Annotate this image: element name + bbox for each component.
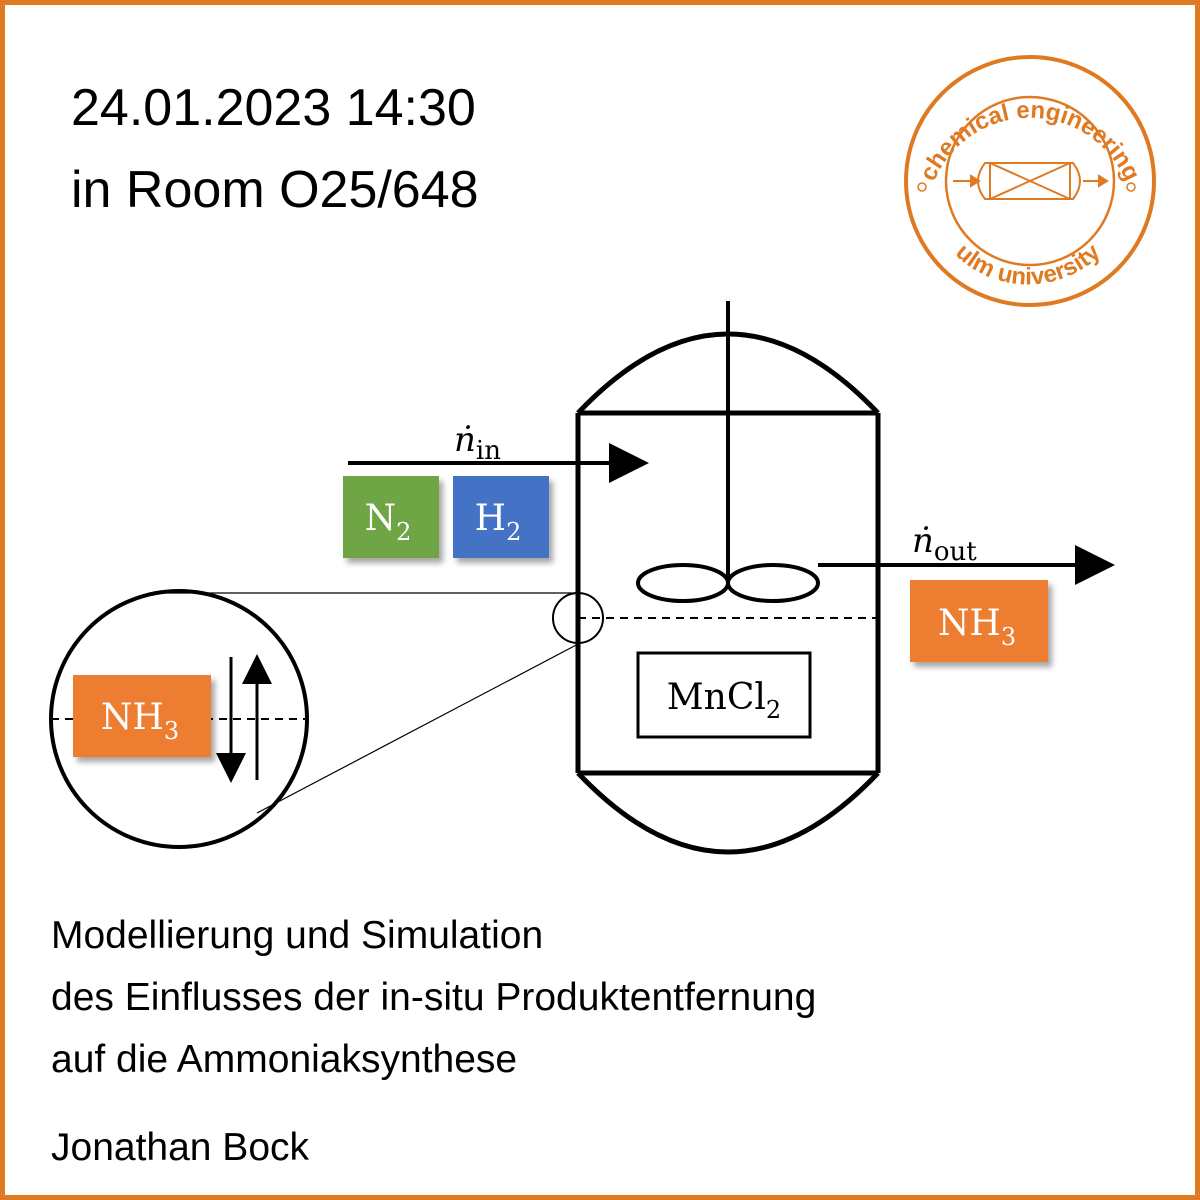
logo-top-text: chemical engineering <box>915 97 1146 185</box>
talk-title-line-1: Modellierung und Simulation <box>51 914 544 957</box>
catalyst-label: MnCl2 <box>667 677 781 724</box>
svg-text:H2: H2 <box>475 498 522 546</box>
svg-text:NH3: NH3 <box>938 603 1016 651</box>
logo-bottom-text: ulm university <box>951 238 1106 291</box>
reactor-bottom-head <box>576 771 880 855</box>
talk-title-line-3: auf die Ammoniaksynthese <box>51 1038 518 1081</box>
zoom-connector-bottom <box>256 642 581 814</box>
stirrer-blade-right <box>726 563 820 603</box>
reactor-vessel <box>575 301 881 855</box>
feed-n2-box: N2 <box>343 476 439 558</box>
product-nh3-box: NH3 <box>910 580 1048 662</box>
stirrer-blade-left <box>636 563 730 603</box>
logo-outer-ring <box>904 55 1156 307</box>
event-datetime: 24.01.2023 14:30 <box>71 79 476 137</box>
catalyst-box <box>636 651 812 739</box>
ulm-chemical-engineering-logo: chemical engineering ulm university <box>904 55 1156 307</box>
feed-h2-box: H2 <box>453 476 549 558</box>
talk-title-line-2: des Einflusses der in-situ Produktentfer… <box>51 976 817 1019</box>
logo-dot-right <box>1126 182 1136 192</box>
svg-text:N2: N2 <box>365 498 412 546</box>
svg-text:NH3: NH3 <box>101 697 179 745</box>
zoom-nh3-box: NH3 <box>73 675 211 757</box>
outflow-label: ṅout <box>912 521 977 567</box>
logo-dot-left <box>917 182 927 192</box>
event-room: in Room O25/648 <box>71 161 479 219</box>
talk-author: Jonathan Bock <box>51 1126 310 1169</box>
logo-inner-ring <box>944 95 1116 267</box>
reactor-tube-icon <box>953 162 1109 200</box>
reactor-diagram: chemical engineering ulm university <box>49 55 1156 855</box>
inflow-label: ṅin <box>454 420 501 466</box>
